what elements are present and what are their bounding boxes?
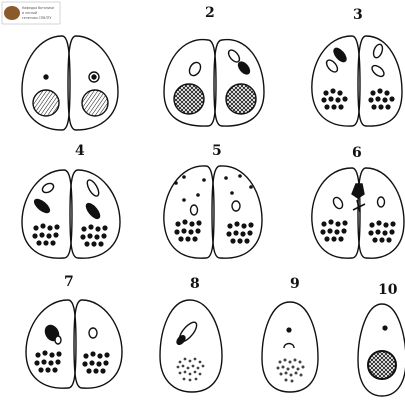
chromosome-cluster-9	[277, 359, 305, 383]
stage-label-10: 10	[378, 282, 398, 298]
logo-line-2: и лесной	[22, 11, 37, 15]
stage-label-9: 9	[290, 276, 300, 292]
stage-1-dyad	[22, 36, 118, 130]
nucleus-1a	[33, 90, 59, 116]
stage-label-5: 5	[212, 143, 222, 159]
stage-label-4: 4	[75, 143, 85, 159]
stage-10-cell	[358, 304, 405, 396]
stage-4-dyad	[22, 170, 120, 258]
stage-3-dyad	[312, 36, 402, 126]
stage-5-dyad	[164, 166, 262, 258]
chromosome-cluster-8	[177, 358, 205, 382]
stage-label-6: 6	[352, 145, 362, 161]
stage-label-8: 8	[190, 276, 200, 292]
stage-label-7: 7	[64, 274, 74, 290]
stage-9-cell	[262, 302, 318, 392]
body-1a	[44, 75, 48, 79]
stage-label-2: 2	[205, 5, 215, 21]
nucleus-2a	[174, 84, 204, 114]
nucleus-1b	[82, 90, 108, 116]
body-2a	[187, 60, 203, 77]
logo-line-3: генетики СПбЛТУ	[22, 16, 52, 20]
stage-label-3: 3	[353, 7, 363, 23]
stage-6-dyad	[312, 168, 404, 258]
body-2b	[226, 48, 241, 64]
chromosome-cluster-3b	[368, 88, 394, 109]
logo-stamp: Кафедра ботаники и лесной генетики СПбЛТ…	[2, 2, 60, 24]
logo-line-1: Кафедра ботаники	[22, 6, 54, 10]
nucleus-2b	[226, 84, 256, 114]
chromosome-cluster-3a	[321, 88, 347, 109]
stage-2-dyad	[164, 40, 264, 127]
stage-7-dyad	[26, 300, 122, 388]
logo-icon	[4, 6, 20, 20]
stage-8-cell	[160, 300, 222, 392]
nucleus-10	[368, 351, 396, 379]
